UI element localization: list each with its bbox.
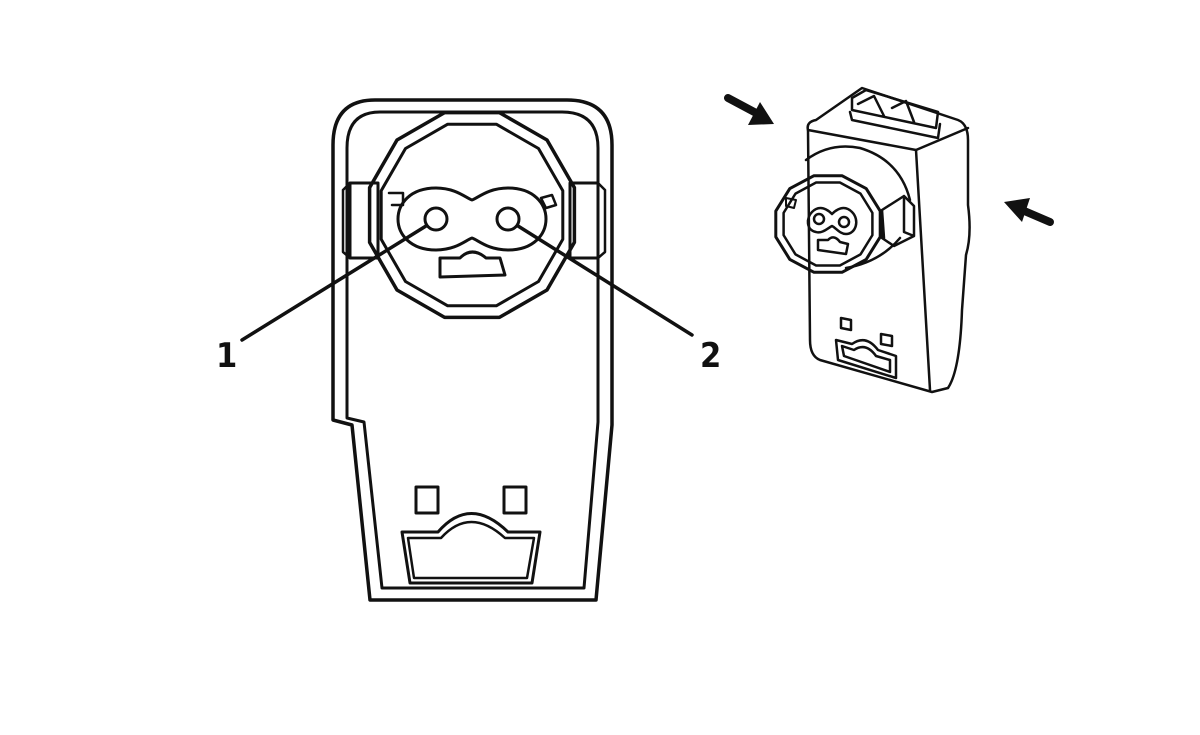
pointer-arrow-icon — [724, 94, 774, 125]
lock-window-right — [502, 485, 528, 515]
callout-label-1: 1 — [216, 336, 237, 376]
terminal-pin-1 — [423, 206, 449, 232]
iso-key-tab — [816, 236, 850, 256]
socket-shroud-inner — [379, 122, 565, 308]
release-pocket-outer — [400, 512, 542, 585]
iso-housing-side — [914, 148, 932, 392]
iso-key-notch — [785, 197, 797, 209]
iso-housing-top — [806, 126, 970, 152]
iso-lock-window-left — [839, 316, 853, 332]
callout-leader-1 — [240, 224, 428, 342]
iso-terminal-pin-1 — [812, 212, 826, 226]
housing-outer — [331, 98, 614, 602]
right-latch — [568, 181, 607, 260]
key-notch-right — [539, 193, 558, 210]
terminal-pin-2 — [495, 206, 521, 232]
iso-terminal-pin-2 — [837, 215, 851, 229]
socket-shroud-outer — [367, 110, 577, 320]
housing-inner — [345, 110, 600, 590]
callout-label-2: 2 — [700, 336, 721, 376]
lock-window-left — [414, 485, 440, 515]
key-tab — [438, 250, 507, 279]
iso-terminal-cavity — [806, 206, 858, 236]
terminal-cavity — [396, 186, 548, 252]
connector-front-view: 1 2 — [216, 98, 721, 602]
iso-socket-shroud-outer — [774, 174, 882, 274]
connector-isometric-view — [724, 86, 1054, 394]
iso-socket-shroud-inner — [782, 181, 874, 267]
iso-housing-front — [806, 86, 971, 394]
callout-leader-2 — [516, 224, 694, 337]
iso-top-latch — [848, 88, 942, 140]
iso-side-latch — [880, 194, 916, 248]
key-notch-left — [387, 191, 405, 207]
iso-lock-window-right — [879, 332, 894, 348]
iso-shroud-barrel — [804, 145, 912, 270]
iso-release-pocket — [834, 338, 898, 380]
release-pocket-inner — [406, 520, 536, 580]
pointer-arrow-icon — [1004, 198, 1054, 226]
